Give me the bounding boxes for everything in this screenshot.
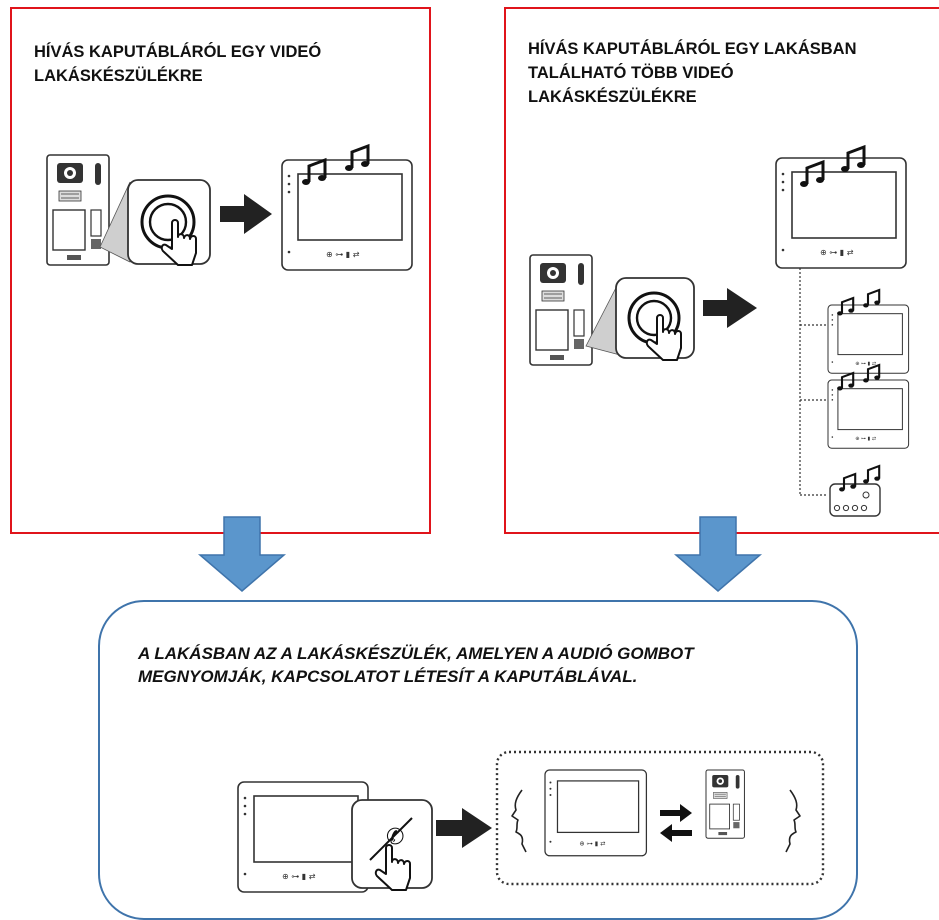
connection-lines: [799, 268, 828, 496]
arrow-right-icon: [220, 194, 272, 234]
speech-face-icon: [785, 789, 801, 853]
flow-arrow-right: [673, 516, 763, 592]
conversation-frame: [495, 750, 825, 886]
panel-right-title: HÍVÁS KAPUTÁBLÁRÓL EGY LAKÁSBAN TALÁLHAT…: [528, 40, 857, 106]
arrow-right-icon: [436, 808, 492, 848]
svg-text:✆: ✆: [386, 825, 404, 850]
speech-face-icon: [511, 789, 527, 853]
arrow-right-icon: [703, 288, 757, 328]
two-way-arrows-icon: [660, 804, 692, 842]
panel-single-monitor: HÍVÁS KAPUTÁBLÁRÓL EGY VIDEÓ LAKÁSKÉSZÜL…: [10, 7, 431, 534]
panel-left-title: HÍVÁS KAPUTÁBLÁRÓL EGY VIDEÓ LAKÁSKÉSZÜL…: [34, 43, 322, 85]
bottom-result-panel: A LAKÁSBAN AZ A LAKÁSKÉSZÜLÉK, AMELYEN A…: [98, 600, 858, 920]
door-panel-icon: [705, 769, 745, 839]
audio-handset-icon: ✆: [351, 799, 433, 889]
flow-arrow-left: [197, 516, 287, 592]
bottom-description: A LAKÁSBAN AZ A LAKÁSKÉSZÜLÉK, AMELYEN A…: [138, 644, 694, 686]
video-monitor-icon: [237, 781, 369, 893]
video-monitor-icon: [544, 769, 648, 857]
audio-handset-icon: [829, 483, 881, 517]
